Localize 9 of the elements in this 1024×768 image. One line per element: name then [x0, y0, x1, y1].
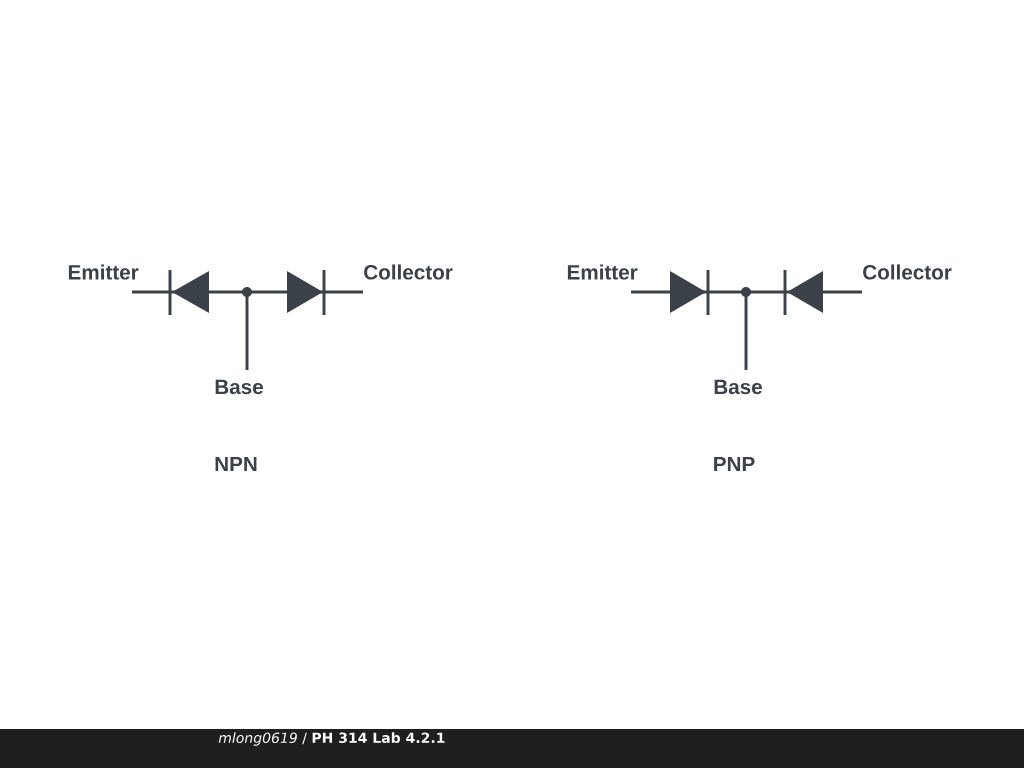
- pin-label: Base: [215, 379, 263, 395]
- pin-label: Collector: [364, 264, 453, 280]
- pin-label: Collector: [863, 264, 952, 280]
- pin-label: Emitter: [567, 264, 638, 280]
- transistor-type-label: PNP: [714, 456, 755, 472]
- pin-label: Base: [714, 379, 762, 395]
- transistor-type-label: NPN: [215, 456, 257, 472]
- pin-label: Emitter: [68, 264, 139, 280]
- footer-bar: mlong0619 / PH 314 Lab 4.2.1: [0, 729, 1024, 768]
